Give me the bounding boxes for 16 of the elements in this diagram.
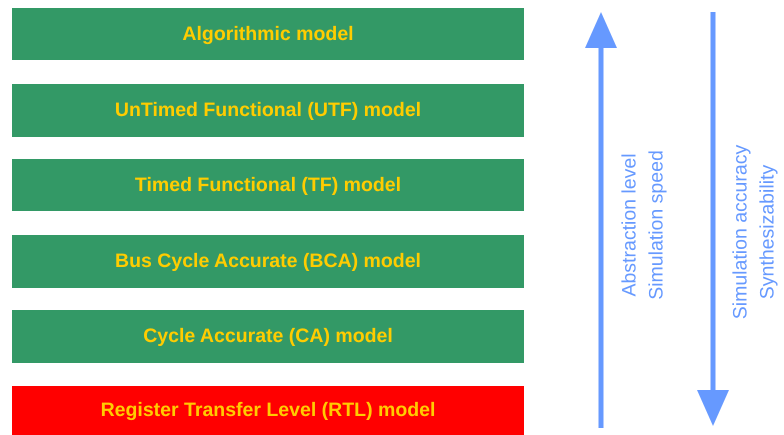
axis-label: Simulation accuracy [731,144,751,320]
model-bar [12,235,524,288]
model-name: Algorithmic model [182,22,354,46]
model-bar [12,8,524,60]
axis-label: Simulation speed [647,150,667,300]
axis-label: Synthesizability [758,164,778,300]
model-name: Cycle Accurate (CA) model [143,325,393,348]
model-bar [12,386,524,435]
model-bar [12,84,524,137]
model-name: Bus Cycle Accurate (BCA) model [115,250,421,273]
model-name: Timed Functional (TF) model [134,174,402,196]
model-name: Register Transfer Level (RTL) model [100,399,436,422]
model-bar [12,310,524,363]
model-name: UnTimed Functional (UTF) model [114,99,422,122]
model-bar [12,159,524,211]
axis-label: Abstraction level [620,153,640,297]
